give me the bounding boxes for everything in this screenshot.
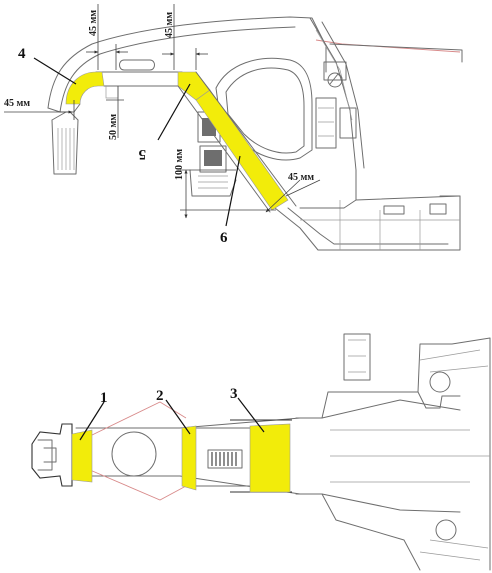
dim-label-100: 100 мм <box>174 149 185 180</box>
front-bracket <box>51 111 79 175</box>
bumper-mount <box>31 423 73 487</box>
lower-body-inner <box>287 207 449 245</box>
dim-label-50: 50 мм <box>108 114 119 140</box>
plan-body-lower <box>295 493 421 571</box>
cowl-line-2 <box>321 21 365 169</box>
upper-rail-slot <box>119 59 155 71</box>
part-label-2: 2 <box>156 388 164 404</box>
body-top-right-line <box>329 43 463 63</box>
plan-hole-2 <box>435 519 457 541</box>
highlight-part-4 <box>65 71 105 105</box>
dimension-lines <box>4 4 321 219</box>
leader-5 <box>157 83 191 141</box>
side-view: 45 мм 45 мм 45 мм 50 мм 100 мм 45 мм 4 5… <box>4 4 463 251</box>
rail-top-edge <box>75 417 301 429</box>
bracket-box-2 <box>339 107 357 139</box>
wheel-arch-inner <box>225 67 305 154</box>
part-label-3: 3 <box>230 386 238 402</box>
leader-2 <box>165 399 191 435</box>
inner-panel-dark-2 <box>204 150 222 166</box>
plan-bracket-top <box>343 333 371 381</box>
plan-bracket-top-lines <box>348 339 366 373</box>
cowl-line-3 <box>315 29 353 121</box>
dim-label-left: 45 мм <box>4 98 30 109</box>
front-bracket-top <box>47 103 81 113</box>
leader-4 <box>33 57 77 85</box>
leader-3 <box>237 397 265 433</box>
rail-slots <box>211 452 237 466</box>
diagonal-strut-outline <box>177 71 297 213</box>
part-label-6: 6 <box>220 230 228 246</box>
upper-rail-bump <box>105 86 119 99</box>
rail-red-top <box>89 401 187 437</box>
plan-hole-1 <box>429 371 451 393</box>
highlight-part-2 <box>181 425 197 491</box>
part-label-5: 5 <box>139 146 147 162</box>
bracket-circle <box>327 72 343 88</box>
leader-1 <box>79 401 105 441</box>
cowl-line-1 <box>309 17 357 201</box>
rail-red-bottom <box>89 469 187 501</box>
inner-panel-base <box>189 169 237 197</box>
wheel-arch-outer <box>215 57 313 161</box>
dim-label-top1: 45 мм <box>88 10 99 36</box>
rail-mid-section <box>195 427 251 487</box>
plan-view: 1 2 3 <box>31 333 491 571</box>
lower-body-line <box>300 200 460 250</box>
highlight-part-6 <box>195 89 289 211</box>
plan-body-inner-2 <box>330 429 490 483</box>
inner-panel-box-2 <box>199 145 227 173</box>
plan-body-outer <box>295 337 491 571</box>
plan-body-right-detail <box>419 349 489 561</box>
front-bracket-ribs <box>57 128 75 170</box>
leader-6 <box>225 155 241 227</box>
plan-body-notch <box>417 391 461 409</box>
body-top-red-line <box>315 39 461 53</box>
lower-body-right-edge <box>299 195 461 209</box>
rail-slot-group <box>207 449 243 469</box>
bracket-lines <box>318 107 334 137</box>
part-label-1: 1 <box>100 390 108 406</box>
bracket-hook <box>329 73 343 85</box>
lower-body-small <box>383 203 447 215</box>
part-label-4: 4 <box>18 46 26 62</box>
dim-right-line <box>265 179 301 213</box>
highlight-part-3 <box>249 423 291 493</box>
bumper-mount-inner <box>37 439 57 471</box>
rail-round-hole <box>111 431 157 477</box>
dim-label-top2: 45 мм <box>164 12 175 38</box>
bracket-box-1 <box>323 61 347 81</box>
dim-right-ext <box>285 179 321 197</box>
dim-label-right: 45 мм <box>288 172 314 183</box>
bracket-box-3 <box>315 97 337 149</box>
inner-panel-stripes <box>198 175 228 189</box>
body-outline-top-inner <box>59 26 296 113</box>
